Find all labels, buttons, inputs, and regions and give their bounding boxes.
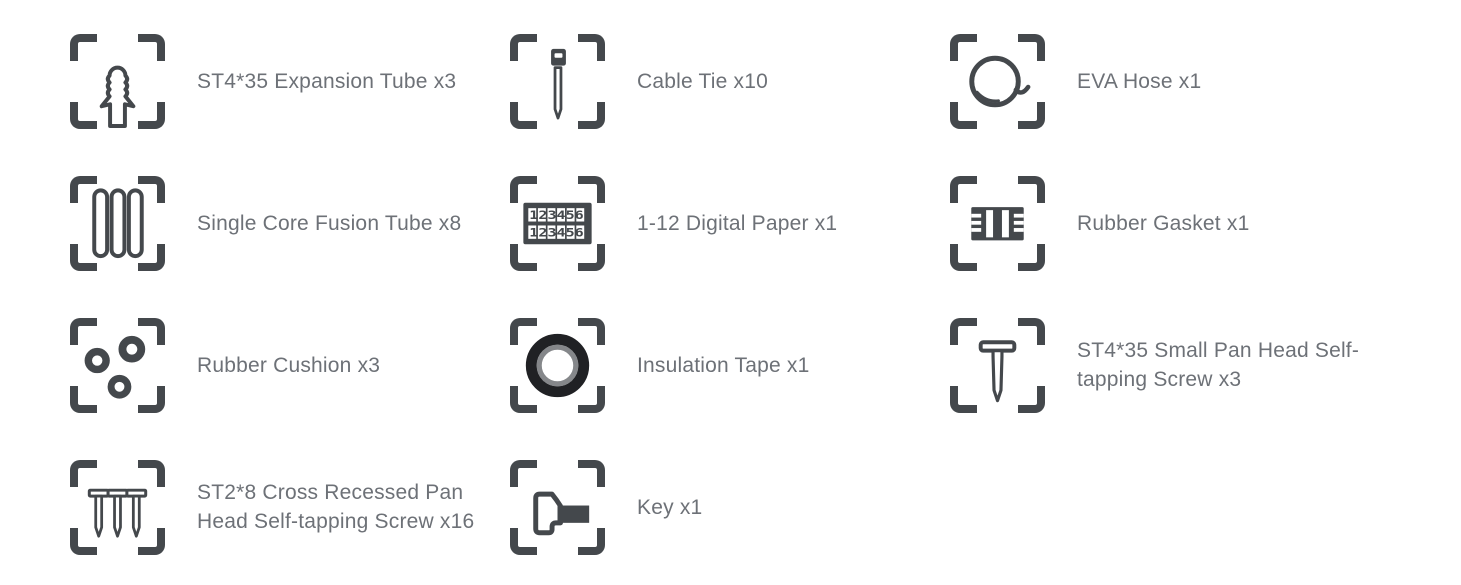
bracket-corner-icon <box>578 527 605 555</box>
part-label: Rubber Cushion x3 <box>197 353 381 377</box>
part-label: ST4*35 Expansion Tube x3 <box>197 69 457 93</box>
part-item-key: Key x1 <box>510 459 950 555</box>
bracket-corner-icon <box>950 175 977 203</box>
bracket-corner-icon <box>1018 33 1045 61</box>
bracket-corner-icon <box>1018 175 1045 203</box>
bracket-corner-icon <box>578 317 605 345</box>
part-label: Rubber Gasket x1 <box>1077 211 1250 235</box>
insulation-tape-icon <box>525 333 590 397</box>
bracket-corner-icon <box>578 243 605 271</box>
part-item-rubber-cushion: Rubber Cushion x3 <box>70 317 510 413</box>
expansion-tube-icon <box>99 65 136 128</box>
rubber-gasket-icon <box>971 206 1024 240</box>
part-item-insulation-tape: Insulation Tape x1 <box>510 317 950 413</box>
bracket-corner-icon <box>138 33 165 61</box>
key-icon <box>533 491 590 535</box>
parts-grid: ST4*35 Expansion Tube x3 Cable Tie x10 <box>70 10 1390 578</box>
bracket-corner-icon <box>578 101 605 129</box>
bracket-corner-icon <box>138 175 165 203</box>
bracket-corner-icon <box>70 317 97 345</box>
rubber-cushion-icon <box>84 335 146 399</box>
bracket-corner-icon <box>510 33 537 61</box>
part-item-rubber-gasket: Rubber Gasket x1 <box>950 175 1390 271</box>
part-label: Cable Tie x10 <box>637 69 769 93</box>
bracket-corner-icon <box>578 385 605 413</box>
part-item-fusion-tube: Single Core Fusion Tube x8 <box>70 175 510 271</box>
bracket-corner-icon <box>138 459 165 487</box>
fusion-tube-icon <box>92 187 144 258</box>
digital-paper-icon: 123456 123456 <box>523 202 592 244</box>
bracket-corner-icon <box>950 243 977 271</box>
bracket-corner-icon <box>950 101 977 129</box>
viewfinder-frame <box>70 459 165 555</box>
bracket-corner-icon <box>138 385 165 413</box>
cable-tie-icon <box>551 48 566 120</box>
viewfinder-frame <box>70 33 165 129</box>
bracket-corner-icon <box>70 33 97 61</box>
bracket-corner-icon <box>70 243 97 271</box>
part-item-pan-head-screw: ST4*35 Small Pan Head Self-tapping Screw… <box>950 317 1390 413</box>
viewfinder-frame: 123456 123456 <box>510 175 605 271</box>
viewfinder-frame <box>950 317 1045 413</box>
part-item-expansion-tube: ST4*35 Expansion Tube x3 <box>70 33 510 129</box>
part-item-cross-screws: ST2*8 Cross Recessed Pan Head Self-tappi… <box>70 459 510 555</box>
bracket-corner-icon <box>510 101 537 129</box>
viewfinder-frame <box>510 459 605 555</box>
bracket-corner-icon <box>510 459 537 487</box>
bracket-corner-icon <box>138 527 165 555</box>
bracket-corner-icon <box>1018 317 1045 345</box>
bracket-corner-icon <box>950 33 977 61</box>
bracket-corner-icon <box>1018 243 1045 271</box>
viewfinder-frame <box>70 175 165 271</box>
part-label: ST2*8 Cross Recessed Pan Head Self-tappi… <box>197 481 475 533</box>
viewfinder-frame <box>510 317 605 413</box>
bracket-corner-icon <box>950 385 977 413</box>
viewfinder-frame <box>950 33 1045 129</box>
bracket-corner-icon <box>1018 101 1045 129</box>
viewfinder-frame <box>950 175 1045 271</box>
pan-head-screw-icon <box>978 339 1017 402</box>
bracket-corner-icon <box>138 243 165 271</box>
bracket-corner-icon <box>70 527 97 555</box>
viewfinder-frame <box>70 317 165 413</box>
bracket-corner-icon <box>510 175 537 203</box>
bracket-corner-icon <box>510 527 537 555</box>
part-label: Single Core Fusion Tube x8 <box>197 211 462 235</box>
bracket-corner-icon <box>70 459 97 487</box>
bracket-corner-icon <box>138 317 165 345</box>
eva-hose-icon <box>969 55 1031 107</box>
bracket-corner-icon <box>1018 385 1045 413</box>
part-label: Key x1 <box>637 495 703 519</box>
bracket-corner-icon <box>138 101 165 129</box>
part-label: ST4*35 Small Pan Head Self-tapping Screw… <box>1077 339 1360 391</box>
part-item-digital-paper: 123456 123456 1-12 Digital Paper x1 <box>510 175 950 271</box>
part-label: Insulation Tape x1 <box>637 353 810 377</box>
bracket-corner-icon <box>578 33 605 61</box>
bracket-corner-icon <box>510 385 537 413</box>
digital-paper-top-row: 123456 <box>529 208 584 222</box>
bracket-corner-icon <box>510 317 537 345</box>
digital-paper-bottom-row: 123456 <box>529 225 584 239</box>
part-label: 1-12 Digital Paper x1 <box>637 211 838 235</box>
part-item-eva-hose: EVA Hose x1 <box>950 33 1390 129</box>
bracket-corner-icon <box>950 317 977 345</box>
bracket-corner-icon <box>70 385 97 413</box>
bracket-corner-icon <box>510 243 537 271</box>
bracket-corner-icon <box>578 175 605 203</box>
viewfinder-frame <box>510 33 605 129</box>
bracket-corner-icon <box>578 459 605 487</box>
bracket-corner-icon <box>70 101 97 129</box>
bracket-corner-icon <box>70 175 97 203</box>
cross-screws-icon <box>87 488 148 538</box>
part-label: EVA Hose x1 <box>1077 69 1202 93</box>
part-item-cable-tie: Cable Tie x10 <box>510 33 950 129</box>
